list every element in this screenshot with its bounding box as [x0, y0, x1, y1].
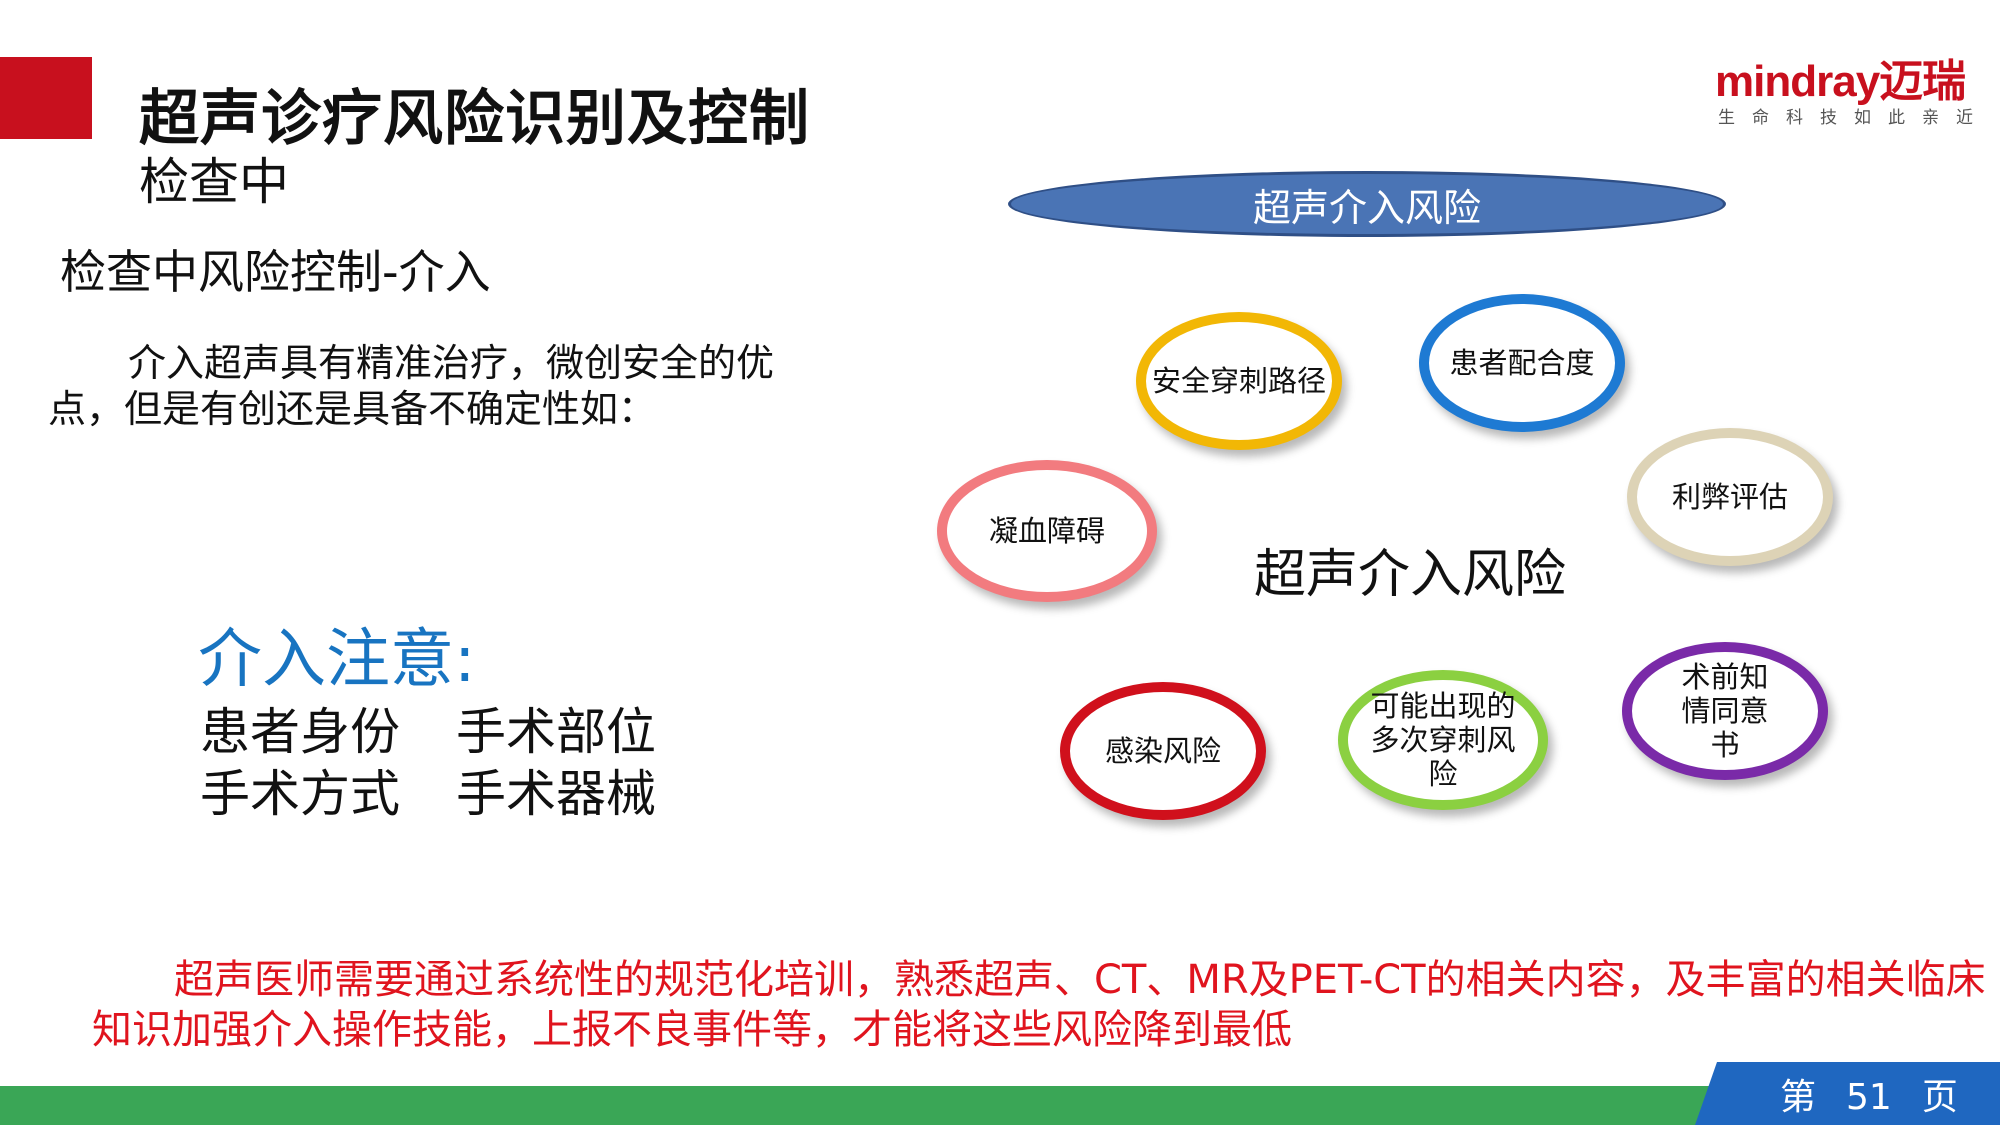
- risk-header-pill: 超声介入风险: [1008, 171, 1726, 237]
- notice-item: 手术部位: [456, 703, 656, 761]
- risk-bubble-safe-path: 安全穿刺路径: [1136, 312, 1342, 450]
- page-prefix: 第: [1780, 1077, 1817, 1118]
- risk-bubble-label: 利弊评估: [1671, 480, 1788, 514]
- risk-bubble-informed-consent: 术前知情同意书: [1622, 642, 1828, 780]
- page-number-value: 51: [1846, 1077, 1892, 1118]
- intro-paragraph: 介入超声具有精准治疗，微创安全的优点，但是有创还是具备不确定性如：: [48, 341, 775, 431]
- footer-green-bar: [0, 1086, 1710, 1125]
- notice-item: 手术方式: [200, 765, 400, 823]
- notice-row: 患者身份手术部位: [200, 692, 656, 764]
- logo-brand: mindray迈瑞: [1715, 57, 1966, 106]
- notice-title: 介入注意:: [198, 623, 476, 697]
- notice-item: 手术器械: [456, 765, 656, 823]
- logo-tagline: 生命科技如此亲近: [1718, 108, 1990, 128]
- footer-page-tab: [1695, 1062, 2000, 1125]
- risk-bubble-patient-cooperation: 患者配合度: [1419, 294, 1625, 432]
- notice-row: 手术方式手术器械: [200, 754, 656, 826]
- notice-item: 患者身份: [200, 703, 400, 761]
- risk-bubble-label: 可能出现的多次穿刺风险: [1370, 689, 1516, 791]
- risk-bubble-multiple-puncture: 可能出现的多次穿刺风险: [1338, 670, 1548, 810]
- risk-header-label: 超声介入风险: [1252, 185, 1481, 230]
- risk-bubble-label: 感染风险: [1104, 734, 1221, 768]
- section-heading: 检查中风险控制-介入: [60, 245, 491, 299]
- diagram-center-label: 超声介入风险: [1254, 545, 1567, 605]
- risk-bubble-label: 术前知情同意书: [1681, 660, 1769, 762]
- mindray-logo: mindray迈瑞 生命科技如此亲近: [1715, 45, 1975, 135]
- risk-bubble-label: 凝血障碍: [988, 514, 1105, 548]
- title-accent-block: [0, 57, 92, 139]
- risk-bubble-benefit-risk: 利弊评估: [1627, 428, 1833, 566]
- risk-bubble-infection: 感染风险: [1060, 682, 1266, 820]
- risk-bubble-coagulation: 凝血障碍: [937, 460, 1157, 602]
- risk-bubble-label: 安全穿刺路径: [1151, 364, 1326, 398]
- page-subtitle: 检查中: [139, 153, 289, 211]
- closing-statement: 超声医师需要通过系统性的规范化培训，熟悉超声、CT、MR及PET-CT的相关内容…: [92, 957, 1986, 1053]
- page-suffix: 页: [1921, 1077, 1958, 1118]
- page-number: 第 51 页: [1780, 1068, 1988, 1120]
- risk-bubble-label: 患者配合度: [1449, 346, 1595, 380]
- page-title: 超声诊疗风险识别及控制: [139, 84, 810, 154]
